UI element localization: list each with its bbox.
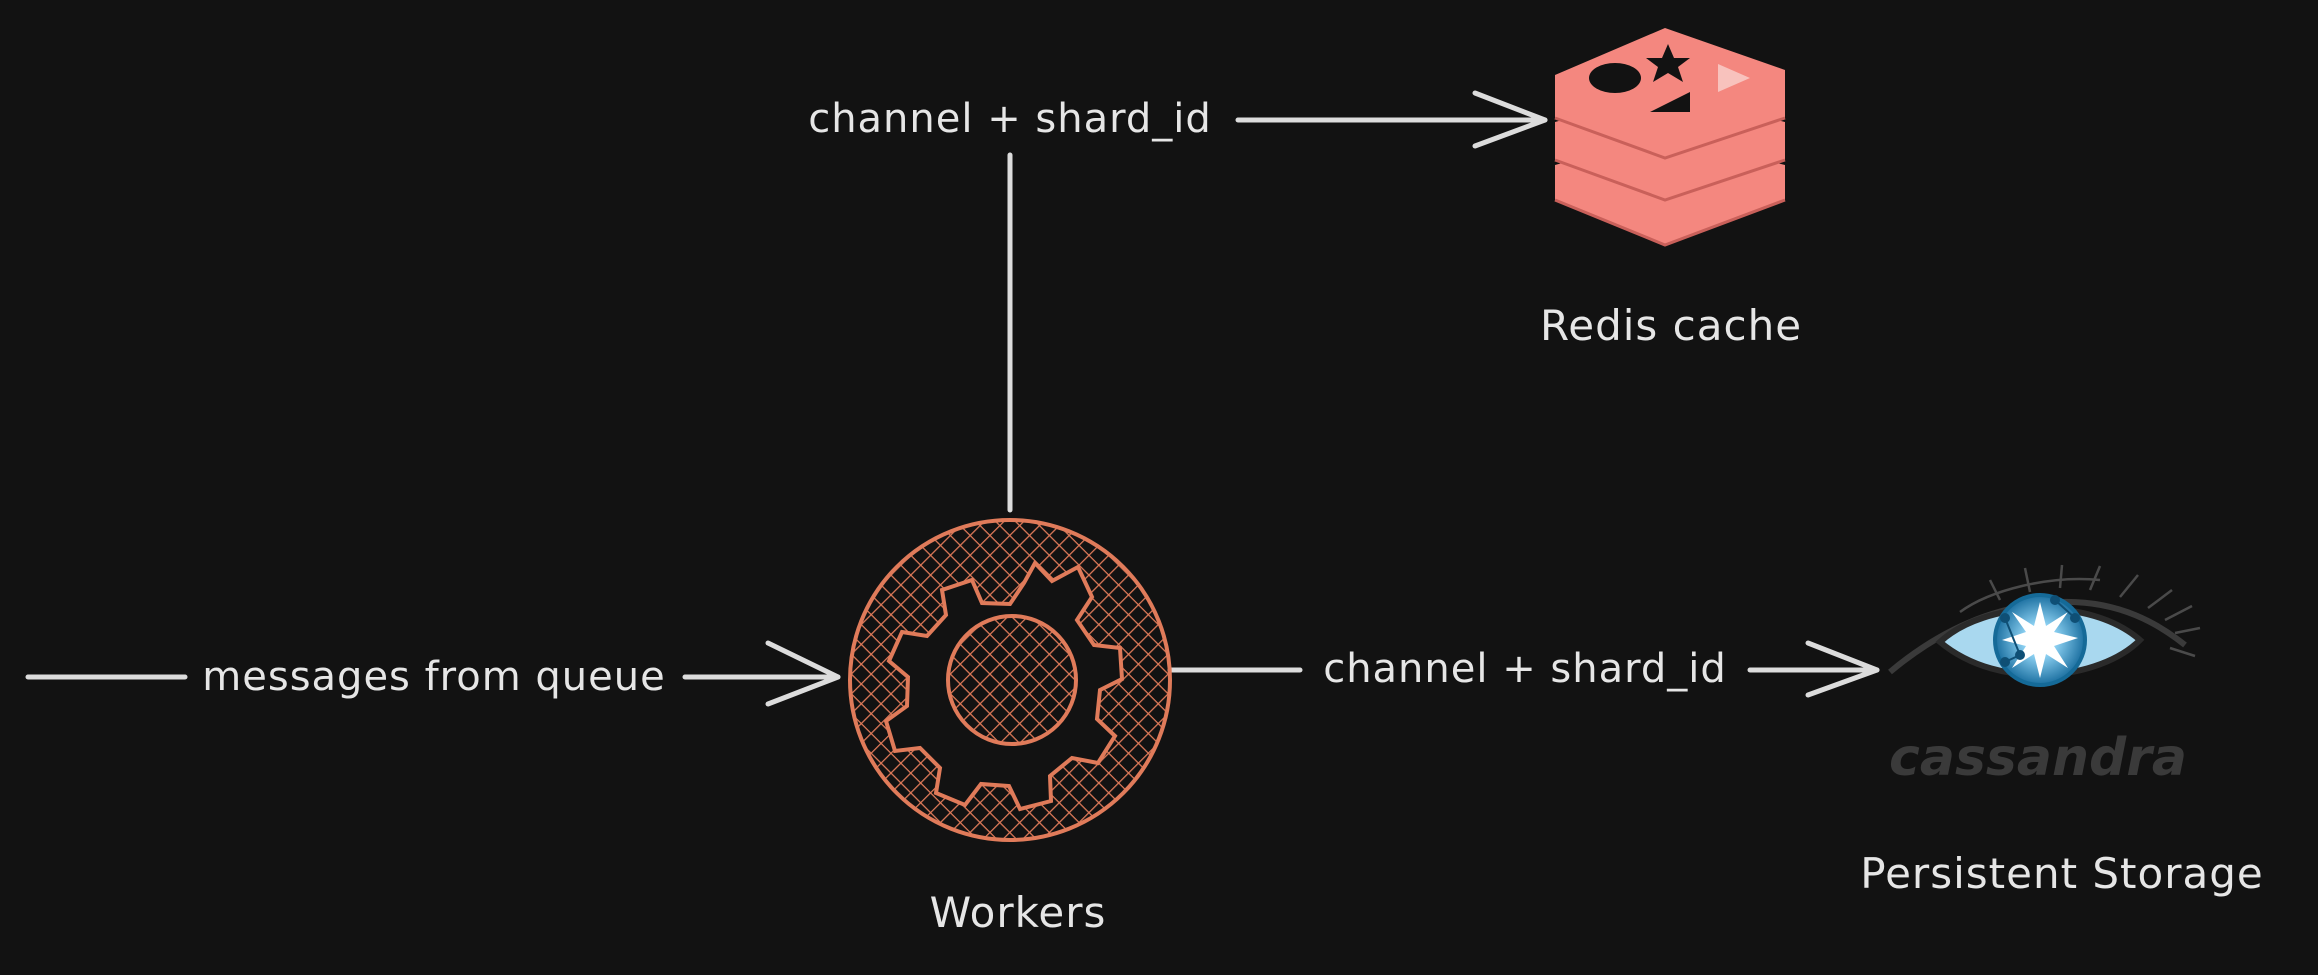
gear-icon bbox=[847, 518, 1173, 842]
edge-label: channel + shard_id bbox=[808, 96, 1212, 142]
cassandra-eye-icon bbox=[1888, 564, 2201, 687]
node-workers[interactable]: Workers bbox=[847, 518, 1173, 937]
node-label: Workers bbox=[930, 888, 1107, 937]
edge-workers-to-redis: channel + shard_id bbox=[808, 90, 1548, 513]
redis-stack-icon bbox=[1554, 28, 1786, 247]
edge-workers-to-cassandra: channel + shard_id bbox=[1167, 640, 1880, 698]
cassandra-logo-text: cassandra bbox=[1889, 728, 2187, 788]
arrowhead-icon bbox=[1472, 90, 1548, 149]
arrowhead-icon bbox=[765, 640, 841, 707]
arrowhead-icon bbox=[1805, 640, 1880, 698]
node-label: Persistent Storage bbox=[1860, 849, 2263, 898]
edge-label: messages from queue bbox=[202, 654, 665, 700]
node-redis[interactable]: Redis cache bbox=[1540, 28, 1802, 350]
edge-label: channel + shard_id bbox=[1323, 646, 1727, 692]
edge-queue-to-workers: messages from queue bbox=[25, 640, 841, 707]
node-cassandra[interactable]: cassandra Persistent Storage bbox=[1860, 564, 2263, 898]
node-label: Redis cache bbox=[1540, 301, 1802, 350]
